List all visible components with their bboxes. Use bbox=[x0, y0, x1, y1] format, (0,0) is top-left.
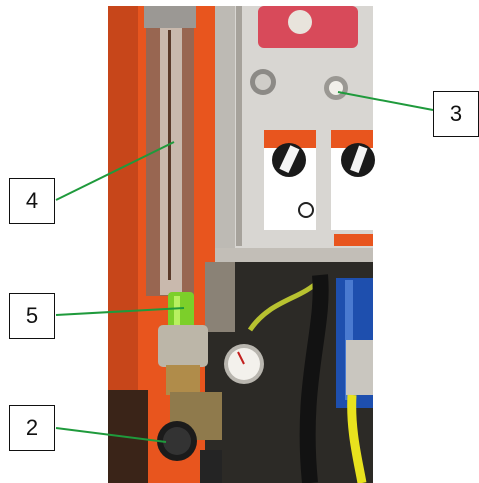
selector-plate-left-band bbox=[264, 130, 316, 148]
callout-2-label: 2 bbox=[25, 415, 39, 440]
selector-off-symbol bbox=[298, 202, 314, 218]
panel-lower-edge bbox=[215, 248, 373, 262]
selector-knob-left-bar bbox=[279, 145, 300, 173]
callout-2: 2 bbox=[9, 405, 55, 451]
coupling-body bbox=[346, 340, 373, 395]
flowmeter-cap bbox=[144, 6, 196, 28]
mechanism-housing bbox=[205, 262, 235, 332]
regulator-stem bbox=[200, 450, 222, 483]
selector-knob-right-bar bbox=[350, 145, 368, 173]
regulator-knob-rim bbox=[163, 427, 191, 455]
flowmeter-scale bbox=[168, 30, 171, 280]
panel-shade bbox=[215, 6, 235, 262]
yellow-cable bbox=[347, 394, 367, 483]
callout-3-label: 3 bbox=[449, 101, 463, 126]
callout-5: 5 bbox=[9, 293, 55, 339]
main-switch-hub bbox=[288, 10, 312, 34]
callout-4-label: 4 bbox=[25, 188, 39, 213]
brass-fitting bbox=[166, 365, 200, 395]
callout-3: 3 bbox=[433, 91, 479, 137]
selector-plate-right-band bbox=[331, 130, 373, 148]
valve-fitting bbox=[158, 325, 208, 367]
vertical-rod bbox=[236, 6, 242, 246]
pressure-gauge-needle bbox=[237, 351, 245, 365]
callout-4: 4 bbox=[9, 178, 55, 224]
callout-5-label: 5 bbox=[25, 303, 39, 328]
lamp-left-inner bbox=[255, 74, 271, 90]
leader-line-5 bbox=[55, 307, 185, 316]
leader-line-3 bbox=[337, 91, 434, 111]
leader-line-4 bbox=[55, 141, 175, 201]
leader-line-2 bbox=[55, 427, 167, 443]
float-highlight bbox=[174, 296, 180, 328]
warning-label bbox=[334, 234, 373, 246]
black-hose bbox=[299, 274, 329, 483]
